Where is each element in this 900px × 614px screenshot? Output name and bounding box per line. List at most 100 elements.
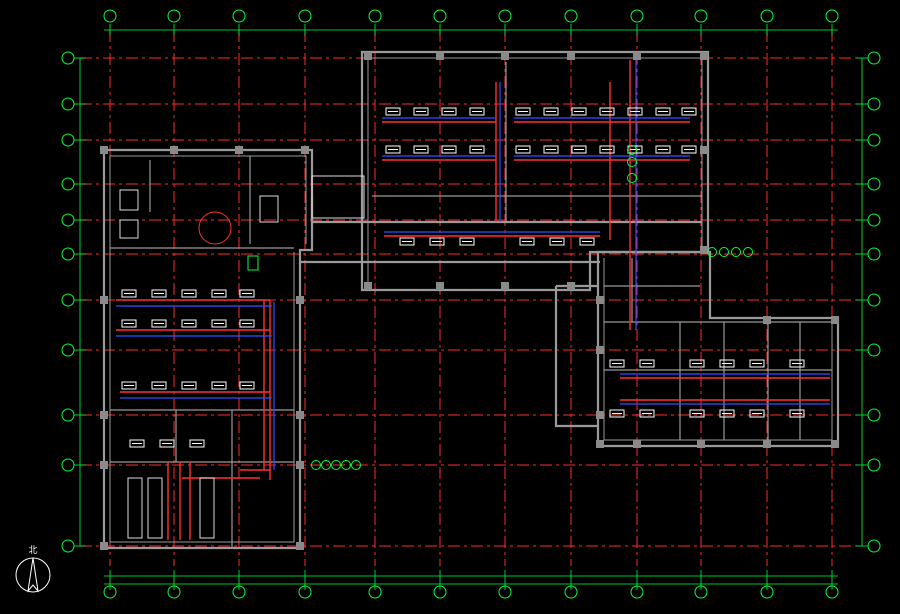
fan-coil-unit — [181, 319, 197, 328]
axis-bubble-x — [433, 9, 447, 23]
axis-bubble-y — [867, 247, 881, 261]
fan-coil-unit — [719, 409, 735, 418]
fan-coil-unit — [579, 237, 595, 246]
structural-column — [436, 52, 444, 60]
axis-bubble-x — [167, 585, 181, 599]
axis-bubble-x — [825, 585, 839, 599]
fan-coil-unit — [681, 107, 697, 116]
structural-column — [364, 52, 372, 60]
structural-column — [596, 296, 604, 304]
axis-bubble-x — [368, 585, 382, 599]
fan-coil-unit — [413, 107, 429, 116]
structural-column — [831, 440, 839, 448]
axis-bubble-x — [498, 585, 512, 599]
fan-coil-unit — [719, 359, 735, 368]
axis-bubble-y — [867, 293, 881, 307]
fan-coil-unit — [189, 439, 205, 448]
fan-coil-unit — [211, 319, 227, 328]
fan-coil-unit — [211, 289, 227, 298]
fan-coil-unit — [385, 145, 401, 154]
axis-grid — [80, 30, 860, 566]
shrub-symbol — [719, 247, 729, 257]
axis-bubble-x — [103, 585, 117, 599]
fan-coil-unit — [571, 145, 587, 154]
axis-bubble-x — [433, 585, 447, 599]
fan-coil-unit — [599, 107, 615, 116]
axis-bubble-x — [298, 9, 312, 23]
structural-column — [697, 440, 705, 448]
axis-bubble-y — [867, 539, 881, 553]
structural-column — [296, 461, 304, 469]
dimension-lines — [74, 24, 868, 590]
fan-coil-unit — [469, 107, 485, 116]
fan-coil-unit — [549, 237, 565, 246]
structural-column — [296, 296, 304, 304]
structural-column — [100, 461, 108, 469]
axis-bubble-y — [867, 343, 881, 357]
fan-coil-unit — [519, 237, 535, 246]
fan-coil-unit — [571, 107, 587, 116]
shrub-symbol — [627, 145, 637, 155]
structural-column — [501, 52, 509, 60]
structural-column — [831, 316, 839, 324]
axis-bubble-x — [232, 9, 246, 23]
axis-bubble-y — [61, 97, 75, 111]
axis-bubble-x — [298, 585, 312, 599]
fan-coil-unit — [121, 289, 137, 298]
axis-bubble-x — [564, 9, 578, 23]
shrub-symbol — [311, 460, 321, 470]
structural-column — [633, 52, 641, 60]
axis-bubble-y — [867, 97, 881, 111]
axis-bubble-x — [630, 585, 644, 599]
fan-coil-unit — [789, 409, 805, 418]
structural-column — [296, 411, 304, 419]
axis-bubble-x — [694, 585, 708, 599]
fan-coil-unit — [543, 145, 559, 154]
structural-column — [100, 542, 108, 550]
structural-column — [296, 542, 304, 550]
structural-column — [596, 411, 604, 419]
fan-coil-unit — [469, 145, 485, 154]
fan-coil-unit — [639, 359, 655, 368]
fan-coil-unit — [181, 289, 197, 298]
axis-bubble-x — [167, 9, 181, 23]
fan-coil-unit — [689, 359, 705, 368]
structural-column — [501, 282, 509, 290]
fan-coil-unit — [689, 409, 705, 418]
structural-column — [567, 52, 575, 60]
structural-column — [436, 282, 444, 290]
fan-coil-unit — [515, 145, 531, 154]
axis-bubble-y — [867, 213, 881, 227]
structural-column — [763, 316, 771, 324]
axis-bubble-x — [368, 9, 382, 23]
axis-bubble-x — [564, 585, 578, 599]
structural-column — [364, 282, 372, 290]
axis-bubble-x — [694, 9, 708, 23]
structural-column — [100, 411, 108, 419]
structural-column — [700, 52, 708, 60]
fan-coil-unit — [639, 409, 655, 418]
fan-coil-unit — [749, 359, 765, 368]
axis-bubble-y — [61, 177, 75, 191]
shrub-symbol — [351, 460, 361, 470]
fan-coil-unit — [399, 237, 415, 246]
axis-bubble-y — [61, 408, 75, 422]
fan-coil-unit — [681, 145, 697, 154]
return-pipes — [116, 60, 830, 470]
shrub-symbol — [341, 460, 351, 470]
fan-coil-unit — [627, 107, 643, 116]
fan-coil-unit — [429, 237, 445, 246]
fan-coil-unit — [121, 319, 137, 328]
axis-bubble-y — [867, 408, 881, 422]
fan-coil-unit — [181, 381, 197, 390]
shrub-symbol — [321, 460, 331, 470]
fan-coil-unit — [211, 381, 227, 390]
structural-column — [170, 146, 178, 154]
landscape-symbols — [311, 145, 753, 470]
shrub-symbol — [743, 247, 753, 257]
fan-coil-unit — [385, 107, 401, 116]
axis-bubble-y — [867, 458, 881, 472]
axis-bubble-y — [867, 177, 881, 191]
structural-column — [100, 146, 108, 154]
